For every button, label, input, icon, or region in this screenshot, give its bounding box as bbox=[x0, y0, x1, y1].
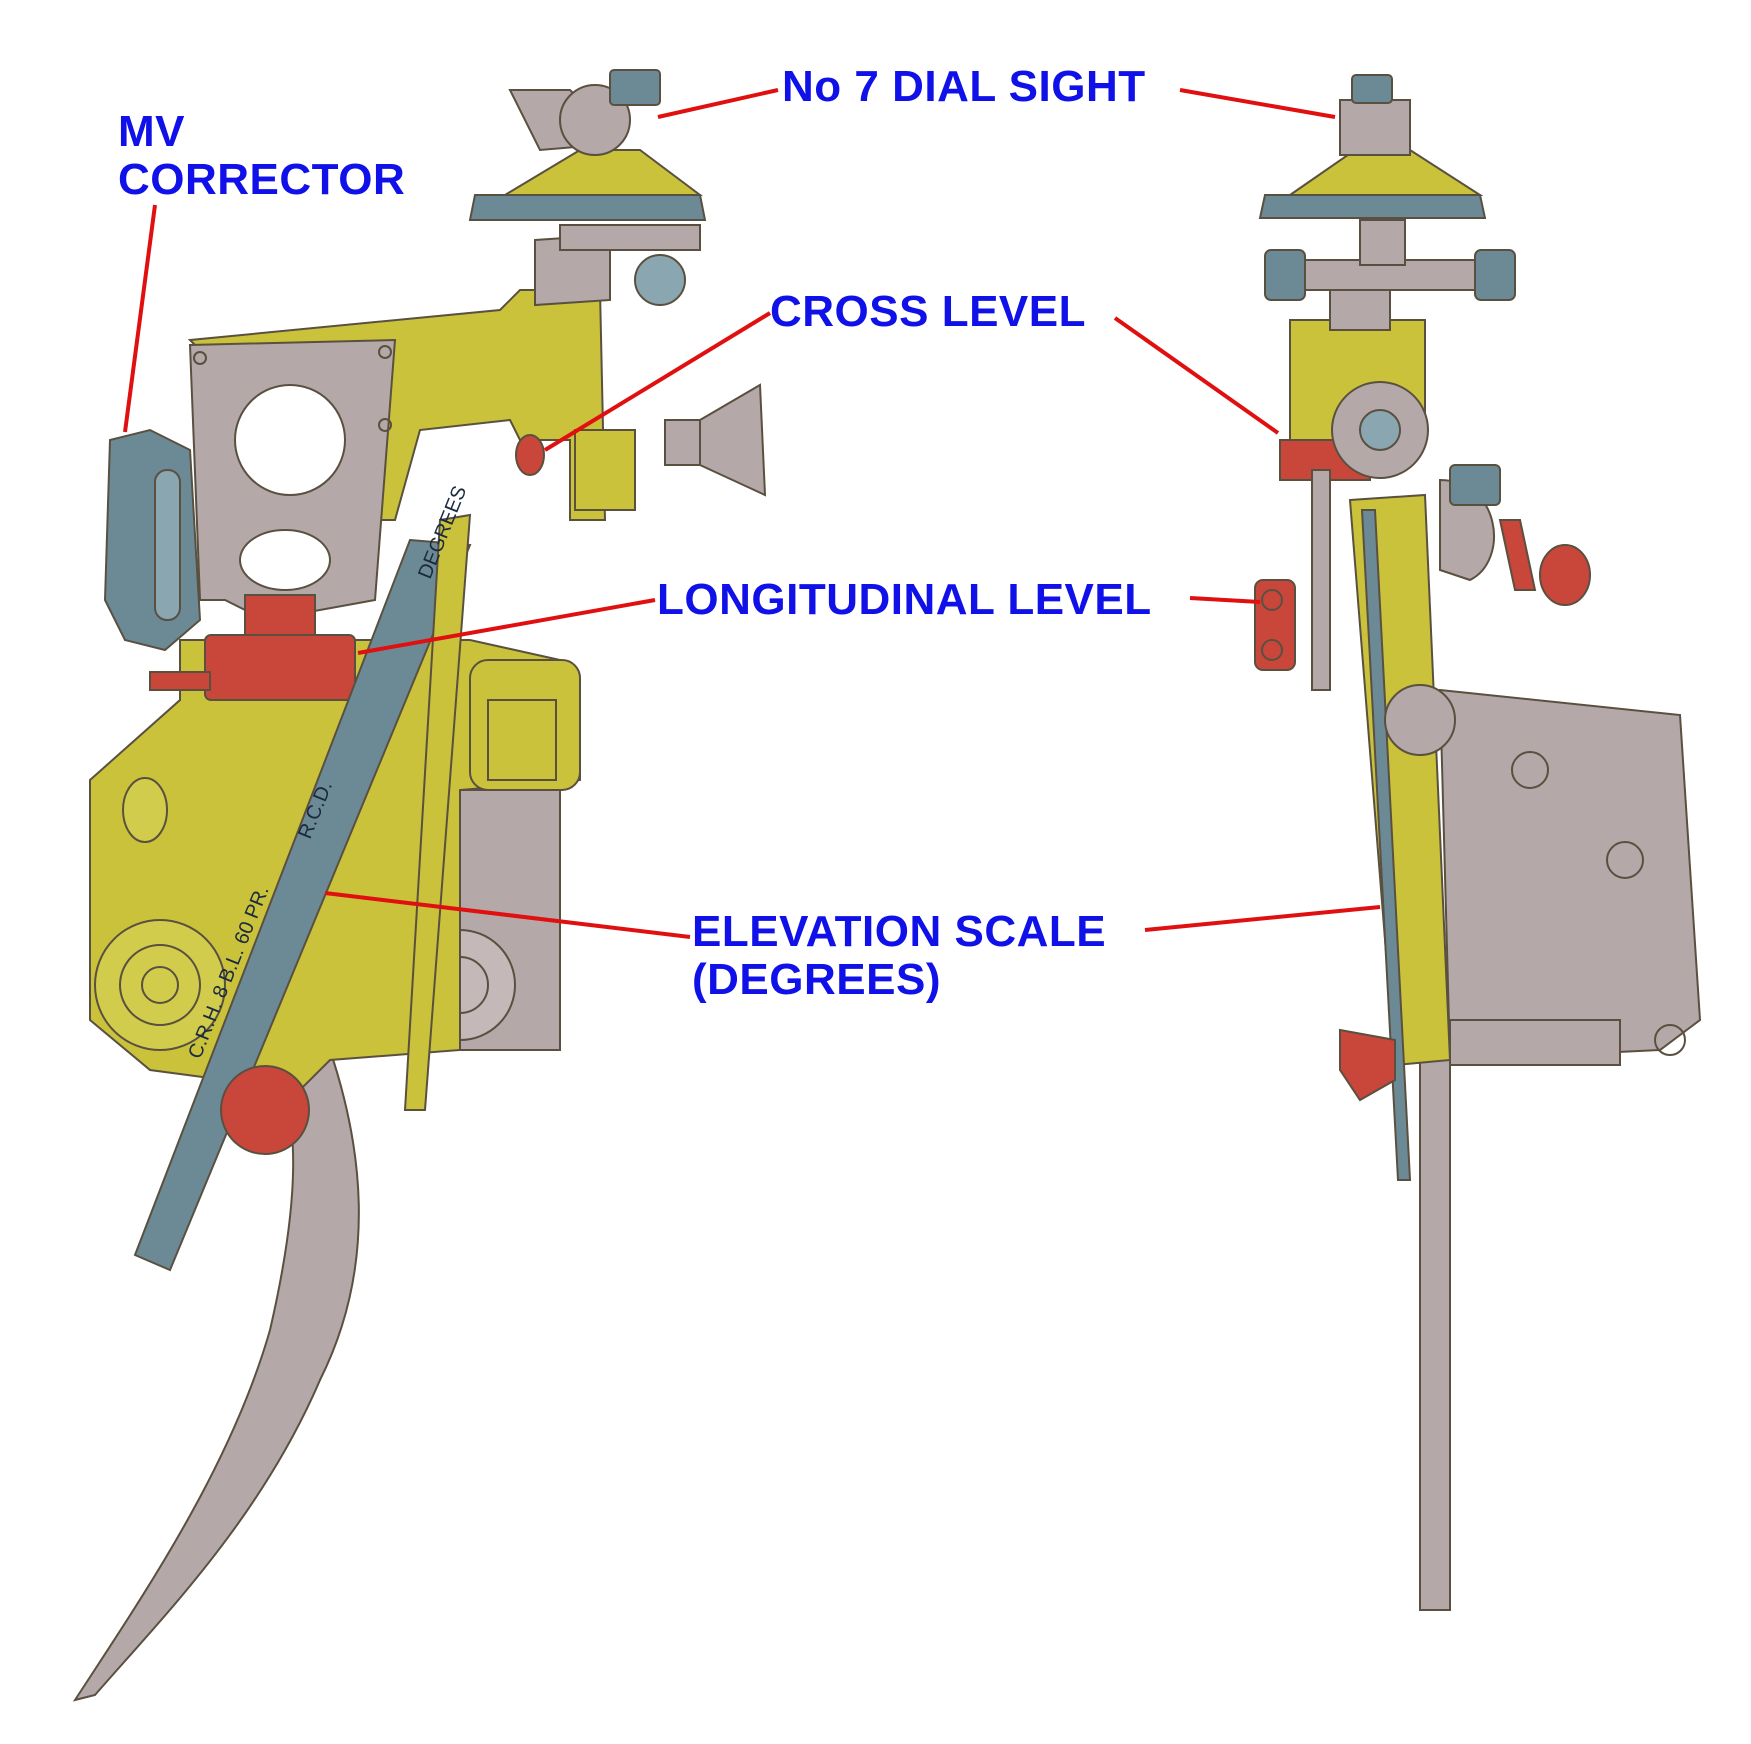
vertical-rod-right bbox=[1419, 1049, 1451, 1611]
dial-sight-disc-left bbox=[468, 194, 707, 221]
clamp-knob-left bbox=[220, 1065, 310, 1155]
leader-line-mv-corrector bbox=[123, 204, 157, 433]
label-longitudinal-level: LONGITUDINAL LEVEL bbox=[657, 575, 1152, 624]
leader-line-cross-level-left bbox=[543, 311, 772, 452]
leader-line-dial-sight-left bbox=[657, 88, 779, 119]
leader-line-longitudinal-left bbox=[357, 598, 656, 655]
label-elevation-scale-line2: (DEGREES) bbox=[692, 955, 941, 1004]
label-elevation-scale: ELEVATION SCALE (DEGREES) bbox=[692, 908, 1106, 1004]
label-mv-corrector-line1: MV bbox=[118, 107, 185, 156]
elevation-scale-right bbox=[1360, 509, 1412, 1181]
leader-line-cross-level-right bbox=[1113, 316, 1280, 435]
leader-line-elevation-left bbox=[324, 891, 691, 939]
right-sight-assembly bbox=[1254, 74, 1702, 1611]
label-cross-level: CROSS LEVEL bbox=[770, 287, 1086, 336]
label-mv-corrector-line2: CORRECTOR bbox=[118, 155, 406, 204]
label-mv-corrector: MV CORRECTOR bbox=[118, 108, 405, 204]
dial-sight-disc-right bbox=[1258, 194, 1487, 219]
leader-line-dial-sight-right bbox=[1179, 88, 1336, 119]
label-elevation-scale-line1: ELEVATION SCALE bbox=[692, 907, 1107, 956]
leader-line-longitudinal-right bbox=[1189, 596, 1261, 604]
leader-line-elevation-right bbox=[1144, 905, 1381, 932]
mv-corrector-part bbox=[103, 428, 202, 652]
longitudinal-level-part bbox=[149, 594, 356, 701]
left-sight-assembly bbox=[72, 69, 767, 1702]
leader-lines bbox=[123, 88, 1381, 939]
longitudinal-level-right-part bbox=[1254, 579, 1296, 671]
elevation-arc-left bbox=[72, 1048, 360, 1702]
label-dial-sight: No 7 DIAL SIGHT bbox=[782, 62, 1146, 111]
cross-level-left-part bbox=[515, 434, 545, 476]
